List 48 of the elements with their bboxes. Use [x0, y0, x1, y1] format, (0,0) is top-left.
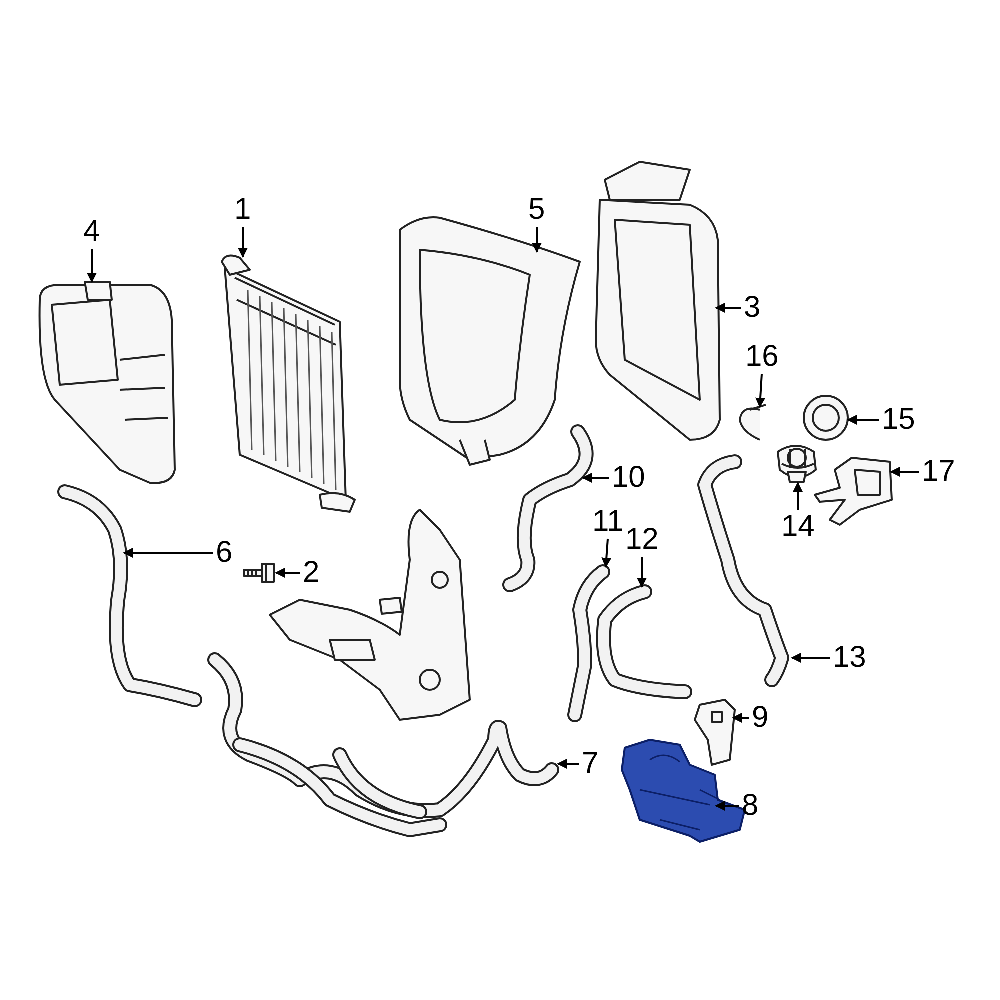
leader-arrow [637, 557, 647, 588]
callout-number: 2 [303, 557, 320, 589]
leader-arrow [715, 303, 741, 313]
leader-arrow [847, 415, 879, 425]
callout-number: 14 [782, 511, 815, 543]
callout-number: 1 [234, 194, 252, 226]
bracket-drawing [814, 457, 893, 526]
leader-arrow [557, 759, 579, 769]
hose-assembly-drawing [208, 652, 560, 838]
leader-arrow [602, 538, 612, 568]
hose-drawing [596, 584, 692, 700]
hose-drawing [502, 424, 594, 592]
callout-number: 17 [922, 456, 956, 488]
callout-number: 11 [592, 506, 624, 538]
callout-number: 9 [752, 702, 769, 734]
callout-number: 10 [612, 462, 646, 494]
callout-number: 12 [626, 524, 659, 556]
callout-number: 13 [833, 642, 866, 674]
clip-drawing [739, 404, 767, 441]
callout-number: 15 [882, 404, 916, 436]
hose-drawing [58, 484, 202, 708]
leader-arrow [732, 713, 749, 723]
leader-arrow [123, 548, 213, 558]
frame-drawing [595, 161, 721, 441]
callout-number: 8 [742, 790, 759, 822]
screw-drawing [243, 563, 275, 583]
leader-arrow [791, 653, 830, 663]
callout-number: 16 [746, 341, 779, 373]
leader-arrow [890, 467, 919, 477]
leader-arrow [756, 374, 766, 408]
leader-arrow [87, 249, 97, 283]
leader-arrow [582, 473, 609, 483]
callout-number: 6 [216, 537, 233, 569]
leader-arrow [532, 227, 542, 253]
callout-number: 4 [84, 216, 100, 248]
leader-arrow [715, 801, 739, 811]
air-duct-drawing [38, 281, 176, 484]
leader-arrow [793, 482, 803, 510]
radiator-drawing [221, 254, 356, 513]
callout-number: 5 [528, 194, 546, 226]
sensor-drawing [777, 445, 817, 483]
leader-arrow [238, 227, 248, 258]
hose-drawing [568, 564, 610, 722]
callout-number: 7 [582, 748, 599, 780]
callout-number: 3 [744, 292, 761, 324]
leader-arrow [275, 568, 300, 578]
bracket-drawing [694, 699, 736, 766]
ring-drawing [803, 395, 849, 441]
